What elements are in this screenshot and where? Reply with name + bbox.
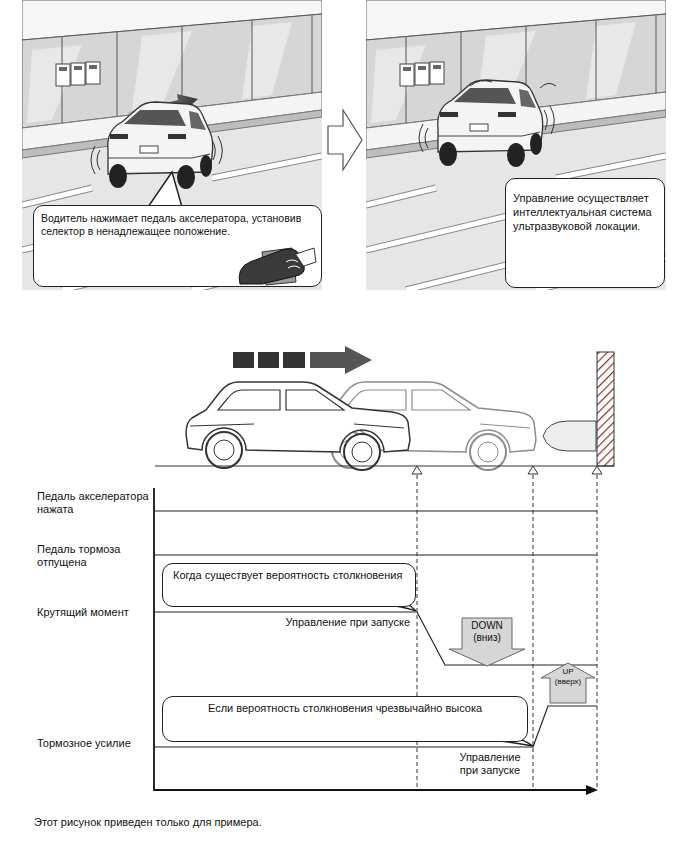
car — [438, 80, 543, 167]
signal-name: Педаль акселератора нажата — [37, 490, 151, 516]
marker — [528, 466, 538, 474]
speech-bubble-text: Если вероятность столкновения чрезвычайн… — [163, 702, 527, 715]
marker — [592, 466, 602, 474]
step-arrow — [328, 110, 362, 170]
up-arrow: UP (вверх) — [540, 662, 596, 704]
sonar-beam — [543, 421, 596, 451]
time-marker — [417, 475, 418, 790]
callout-box: Водитель нажимает педаль акселератора, у… — [33, 205, 322, 287]
caption: Этот рисунок приведен только для примера… — [34, 816, 262, 829]
down-arrow-text: DOWN (вниз) — [462, 620, 512, 644]
callout-box-text: Водитель нажимает педаль акселератора, у… — [41, 212, 313, 238]
pedal-picture — [239, 248, 316, 285]
arrow-shape — [541, 663, 595, 703]
ground-line — [155, 465, 614, 466]
motion-arrow — [310, 346, 372, 374]
scene-panel — [22, 0, 322, 290]
signal-name: Крутящий момент — [37, 606, 151, 619]
car — [186, 382, 410, 470]
callout-ground — [33, 205, 322, 287]
control-note: Управление при запуске — [285, 616, 410, 629]
down-arrow: DOWN (вниз) — [448, 617, 526, 667]
up-arrow-text: UP (вверх) — [551, 667, 585, 687]
wall — [597, 352, 614, 466]
axis — [153, 488, 155, 791]
scene-panel — [366, 0, 666, 290]
motion-arrow — [258, 352, 279, 368]
speech-bubble: Когда существует вероятность столкновени… — [162, 563, 416, 607]
time-marker — [417, 475, 597, 790]
marker — [412, 466, 422, 474]
arrow-shape — [449, 618, 525, 666]
speech-bubble: Если вероятность столкновения чрезвычайн… — [162, 696, 528, 742]
time-marker — [533, 475, 534, 790]
motion-arrow — [233, 352, 254, 368]
signal-line — [154, 510, 597, 511]
signal-name: Тормозное усилие — [37, 737, 151, 750]
callout-ground — [505, 178, 665, 288]
callout-pointer — [148, 172, 182, 207]
signal-line — [154, 554, 597, 555]
time-marker — [597, 475, 598, 790]
pedal-picture — [286, 260, 300, 268]
pedal-picture — [296, 248, 316, 266]
scene-panel — [366, 0, 666, 290]
sonar-wave — [91, 136, 222, 174]
scene-panel — [22, 0, 322, 290]
axis — [154, 789, 588, 791]
pedal-picture — [239, 249, 304, 284]
signal-line — [154, 612, 597, 665]
control-note: Управление при запуске — [453, 751, 527, 777]
callout-box-text: Управление осуществляет интеллектуальная… — [513, 191, 658, 233]
car — [108, 102, 213, 189]
sonar-wave — [419, 81, 556, 152]
signal-name: Педаль тормоза отпущена — [37, 543, 151, 569]
motion-arrow — [233, 346, 372, 374]
speech-bubble-text: Когда существует вероятность столкновени… — [163, 569, 415, 582]
callout-box: Управление осуществляет интеллектуальная… — [505, 178, 665, 288]
motion-arrow — [283, 352, 305, 368]
axis-arrowhead — [586, 785, 598, 795]
